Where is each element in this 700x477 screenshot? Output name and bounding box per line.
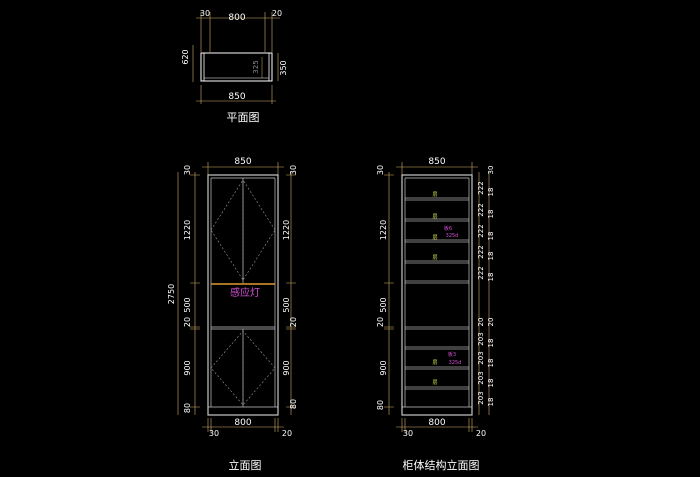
front-right-dim: 20 [289,317,298,327]
structure-dim-bottom-left: 30 [403,429,413,438]
front-dim-bottom-mid: 800 [234,418,251,428]
structure-right-dim-b: 18 [487,210,495,219]
front-left-dim: 80 [183,403,192,413]
structure-right-dim-b: 18 [487,232,495,241]
front-title: 立面图 [229,458,262,472]
front-dim-bottom-right: 20 [282,429,292,438]
note-upper-a: 板6 [444,225,452,232]
front-dim-bottom-left: 30 [209,429,219,438]
structure-right-dim-a: 203 [477,391,485,404]
structure-outline [401,174,473,416]
structure-right-dim-a: 20 [477,318,485,327]
structure-right-dim-b: 18 [487,379,495,388]
front-left-dim: 1220 [183,220,192,240]
structure-right-dim-b: 18 [487,359,495,368]
structure-right-dim-a: 222 [477,245,485,258]
plan-dim-right: 350 [279,60,288,75]
note-lower-b: 325d [449,360,462,366]
plan-dim-inner: 325 [252,60,260,73]
structure-right-dim-a: 222 [477,181,485,194]
plan-dim-left: 620 [181,49,190,64]
note-upper-b: 325d [446,233,459,239]
structure-right-dim-a: 203 [477,332,485,345]
structure-right-dim-a: 222 [477,203,485,216]
shelf-mark: 层 [432,235,437,241]
front-left-dim: 900 [183,360,192,375]
structure-left-dim: 30 [376,165,385,175]
structure-right-dim-b: 30 [487,166,495,175]
note-lower-a: 板3 [448,351,456,358]
structure-right-dim-a: 203 [477,351,485,364]
plan-dim-bottom: 850 [228,92,245,102]
plan-dim-top-right: 20 [272,9,282,18]
plan-outline [200,52,273,82]
plan-dim-top-left: 30 [200,9,210,18]
plan-title: 平面图 [227,111,260,124]
structure-right-dim-a: 222 [477,224,485,237]
structure-left-dim: 500 [379,297,388,312]
structure-dim-top: 850 [428,157,445,167]
structure-left-dim: 900 [379,360,388,375]
front-dim-top: 850 [234,157,251,167]
structure-dim-bottom-mid: 800 [428,418,445,428]
structure-elevation: 850 30 1220 500 20 900 80 [376,157,495,472]
shelf-mark: 层 [432,380,437,386]
front-left-dim: 30 [183,165,192,175]
sensor-light-label: 感应灯 [230,286,260,299]
front-left-dim: 500 [183,297,192,312]
shelf-mark: 层 [432,214,437,220]
structure-right-dim-b: 18 [487,398,495,407]
front-right-dim: 900 [282,360,291,375]
shelf-mark: 层 [432,192,437,198]
plan-dim-top-mid: 800 [228,13,245,23]
shelf-mark: 层 [432,255,437,261]
structure-right-dim-b: 18 [487,252,495,261]
front-dim-total: 2750 [167,284,176,304]
structure-right-dim-a: 203 [477,371,485,384]
structure-right-dim-b: 18 [487,188,495,197]
structure-left-dim: 20 [376,317,385,327]
front-right-dim: 500 [282,297,291,312]
structure-right-dim-b: 18 [487,273,495,282]
front-right-dim: 30 [289,165,298,175]
front-outline [207,174,279,416]
front-elevation: 850 2750 30 1220 500 20 900 80 30 1220 5… [167,157,298,472]
structure-right-dim-b: 20 [487,318,495,327]
structure-title: 柜体结构立面图 [403,458,480,472]
structure-dim-bottom-right: 20 [476,429,486,438]
front-right-dim: 80 [289,399,298,409]
structure-right-dim-b: 18 [487,339,495,348]
front-right-dim: 1220 [282,220,291,240]
structure-left-dim: 80 [376,400,385,410]
structure-left-dim: 1220 [379,220,388,240]
front-left-dim: 20 [183,317,192,327]
structure-right-dim-a: 222 [477,266,485,279]
plan-view: 30 800 20 620 325 350 850 平面图 [181,9,288,124]
shelf-mark: 层 [432,360,437,366]
